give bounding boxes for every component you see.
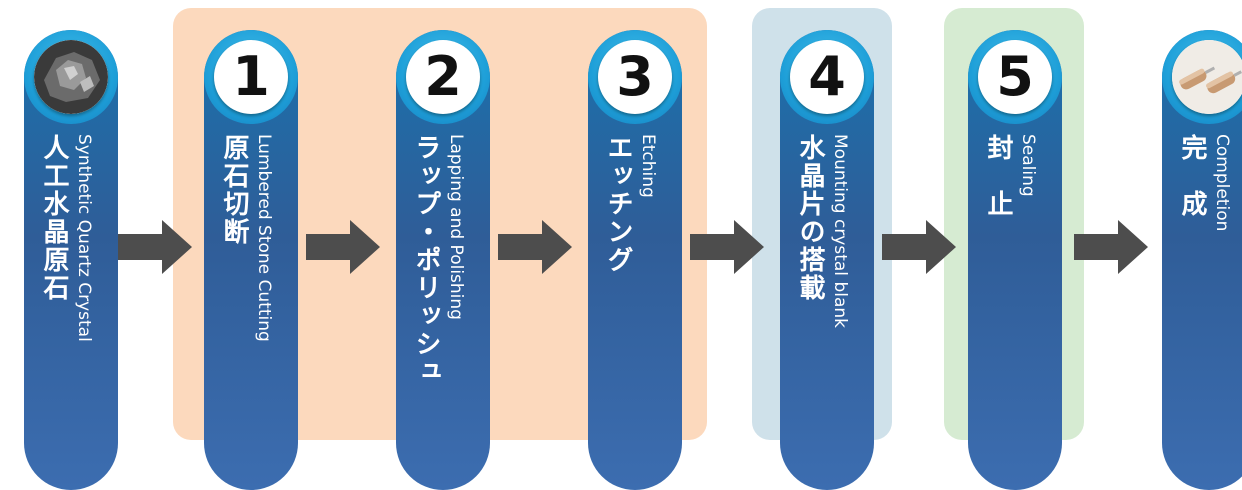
arrow-right-icon xyxy=(882,220,956,274)
step-en-label: Etching xyxy=(638,134,658,198)
arrow-right-icon xyxy=(690,220,764,274)
step-jp-label: ラップ・ポリッシュ xyxy=(411,134,441,386)
step-synthetic-quartz: 人工水晶原石 Synthetic Quartz Crystal xyxy=(24,30,118,490)
step-2-lapping: 2 ラップ・ポリッシュ Lapping and Polishing xyxy=(396,30,490,490)
step-3-etching: 3 エッチング Etching xyxy=(588,30,682,490)
arrow-right-icon xyxy=(1074,220,1148,274)
step-jp-label: 原石切断 xyxy=(219,134,249,246)
step-jp-label: 人工水晶原石 xyxy=(39,134,69,302)
step-completion: 完 成 Completion xyxy=(1162,30,1242,490)
step-jp-label: 封 止 xyxy=(983,134,1013,218)
step-en-label: Mounting crystal blank xyxy=(830,134,850,328)
step-4-mounting: 4 水晶片の搭載 Mounting crystal blank xyxy=(780,30,874,490)
step-number-badge: 3 xyxy=(598,40,672,114)
step-number-badge: 2 xyxy=(406,40,480,114)
quartz-crystal-photo-icon xyxy=(34,40,108,114)
step-jp-label: エッチング xyxy=(603,134,633,274)
step-number-badge: 4 xyxy=(790,40,864,114)
step-jp-label: 水晶片の搭載 xyxy=(795,134,825,302)
step-en-label: Lumbered Stone Cutting xyxy=(254,134,274,342)
step-5-sealing: 5 封 止 Sealing xyxy=(968,30,1062,490)
step-number-badge: 1 xyxy=(214,40,288,114)
step-number-badge: 5 xyxy=(978,40,1052,114)
arrow-right-icon xyxy=(498,220,572,274)
step-en-label: Synthetic Quartz Crystal xyxy=(74,134,94,342)
step-1-cutting: 1 原石切断 Lumbered Stone Cutting xyxy=(204,30,298,490)
arrow-right-icon xyxy=(306,220,380,274)
step-en-label: Sealing xyxy=(1018,134,1038,197)
crystal-unit-photo-icon xyxy=(1172,40,1242,114)
step-en-label: Lapping and Polishing xyxy=(446,134,466,320)
arrow-right-icon xyxy=(118,220,192,274)
step-en-label: Completion xyxy=(1212,134,1232,232)
step-jp-label: 完 成 xyxy=(1177,134,1207,218)
